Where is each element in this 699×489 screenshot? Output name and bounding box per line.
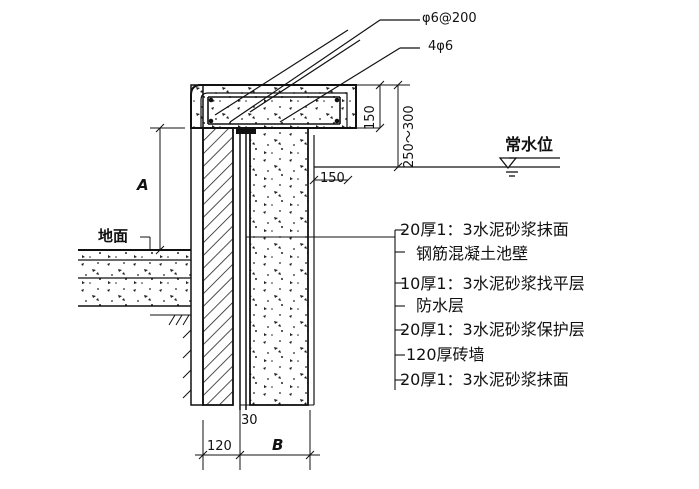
layer-label-1: 20厚1：3水泥砂浆抹面 (400, 220, 569, 239)
bottom-dimensions (195, 410, 320, 470)
brick-thickness-dimension: 120 (207, 439, 232, 454)
layer-label-7: 20厚1：3水泥砂浆抹面 (400, 370, 569, 389)
right-dimensions (309, 80, 560, 185)
concrete-pool-wall (240, 127, 315, 406)
rebar-leaders (214, 19, 420, 123)
gap-dimension: 30 (241, 413, 258, 428)
coping-beam (190, 84, 357, 134)
layer-label-5: 20厚1：3水泥砂浆保护层 (400, 320, 585, 339)
water-level-label: 常水位 (505, 135, 554, 154)
wall-b-dimension: B (272, 436, 284, 454)
layer-label-4: 防水层 (416, 296, 465, 315)
rebar-stirrup-label: φ6@200 (422, 11, 477, 26)
coping-height-dimension: 150 (363, 105, 378, 130)
layer-label-3: 10厚1：3水泥砂浆找平层 (400, 274, 585, 293)
layer-label-2: 钢筋混凝土池壁 (416, 244, 529, 263)
layer-label-6: 120厚砖墙 (406, 345, 485, 364)
height-dimension-a (140, 123, 185, 255)
water-level-symbol (498, 157, 560, 177)
ground-slab (78, 249, 203, 326)
ground-label: 地面 (98, 227, 129, 245)
height-a-label: A (137, 176, 149, 194)
layer-leaders (246, 229, 405, 390)
water-gap-dimension: 250～300 (402, 105, 417, 168)
rebar-main-bars-label: 4φ6 (428, 39, 454, 54)
ledge-dimension: 150 (320, 171, 345, 186)
